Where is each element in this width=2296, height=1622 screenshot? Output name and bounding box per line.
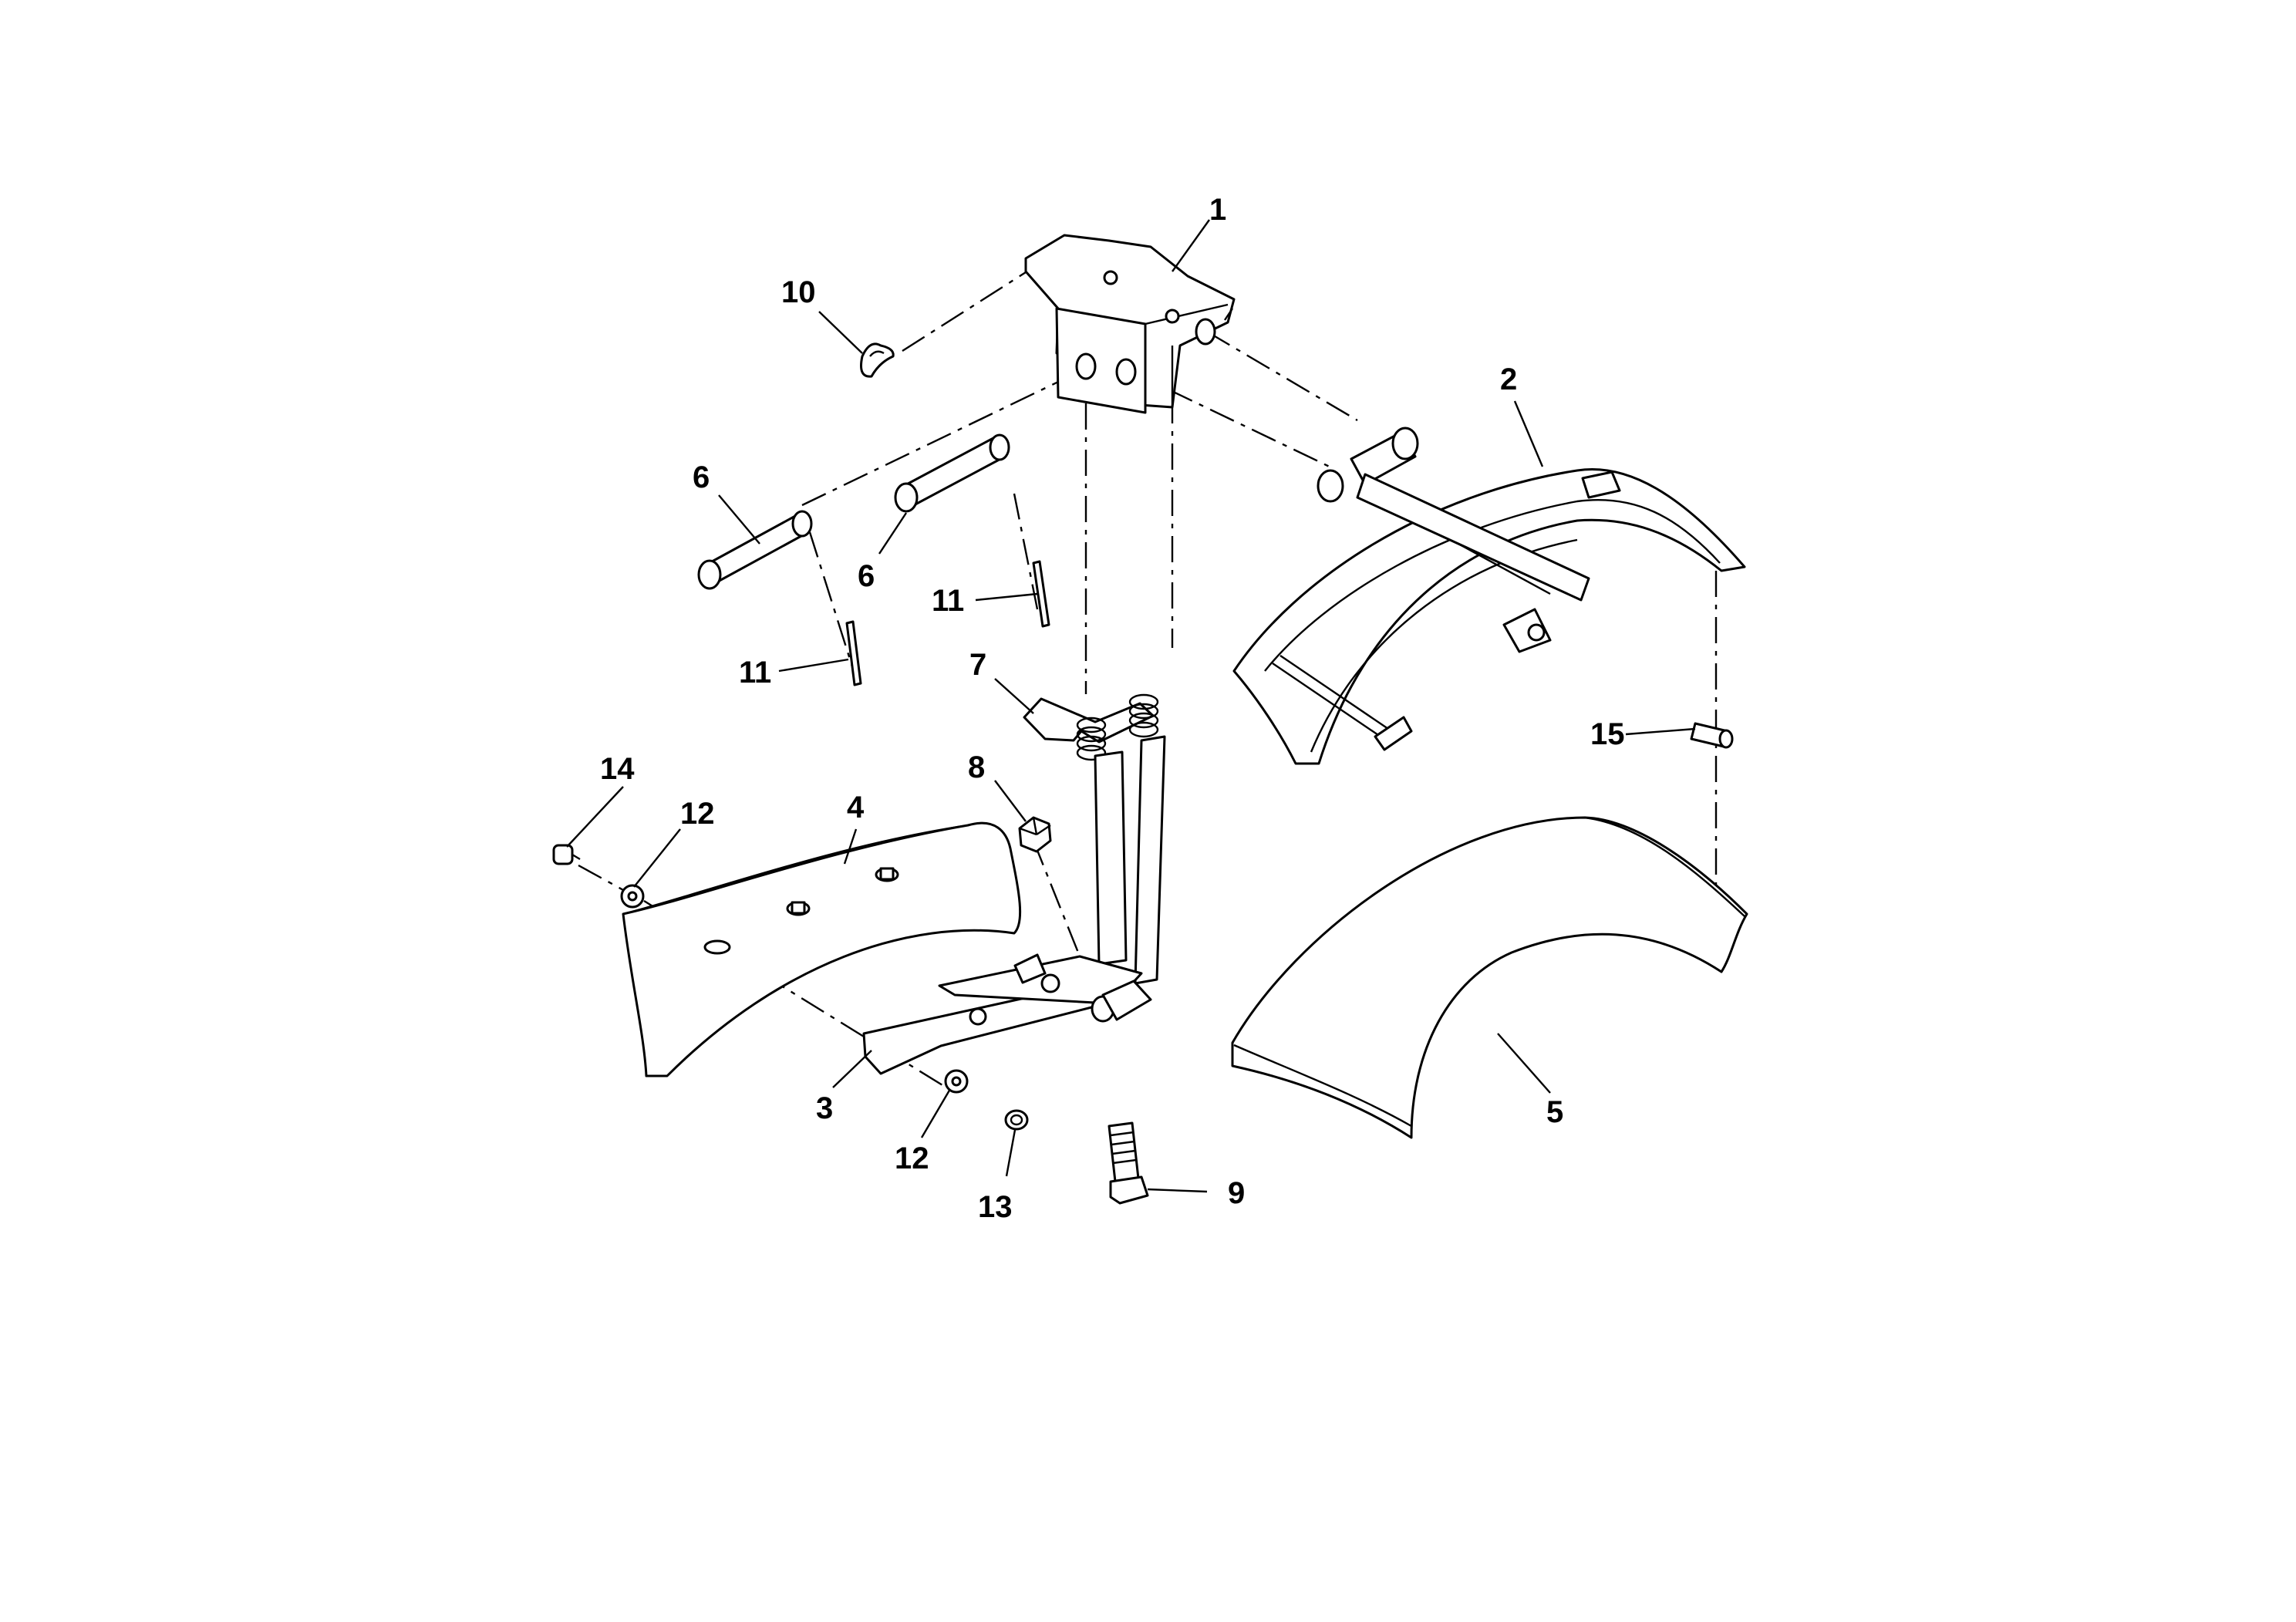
- part-15-pin: [1690, 722, 1734, 749]
- callout-1: 1: [1209, 193, 1226, 227]
- part-11-cotter-pin-right: [1032, 560, 1050, 628]
- part-6-pin-right: [894, 433, 1010, 513]
- callout-6-right: 6: [858, 559, 875, 593]
- part-5-fender: [1231, 816, 1748, 1139]
- callout-13: 13: [978, 1190, 1013, 1224]
- part-9-bolt: [1108, 1121, 1149, 1205]
- part-8-nut: [1018, 816, 1052, 853]
- callout-14: 14: [600, 752, 635, 786]
- callout-5: 5: [1546, 1095, 1563, 1129]
- part-7-spring-assembly: [1023, 693, 1166, 985]
- stud-b: [875, 867, 899, 882]
- callout-12-right: 12: [895, 1141, 929, 1175]
- stud-a: [786, 901, 811, 916]
- callout-6-left: 6: [693, 460, 710, 494]
- callout-11-right: 11: [932, 584, 964, 618]
- callout-12-left: 12: [680, 797, 715, 831]
- callout-11-left: 11: [739, 656, 771, 690]
- part-12-washer-right: [944, 1069, 969, 1094]
- part-4-left-guard: [622, 821, 1022, 1077]
- callout-9: 9: [1228, 1176, 1245, 1210]
- callout-8: 8: [968, 750, 985, 784]
- part-10-hitch-clip: [860, 342, 895, 378]
- part-14-bolt: [552, 844, 581, 865]
- callout-15: 15: [1590, 717, 1625, 751]
- callout-2: 2: [1500, 363, 1517, 396]
- callout-labels: 1 2 3 4 5 6 6 7 8 9 10 11 11 12 12 13 14…: [600, 193, 1625, 1224]
- part-3-hinge-bracket: [862, 953, 1152, 1075]
- callout-3: 3: [816, 1091, 833, 1125]
- part-11-cotter-pin-left: [845, 620, 862, 686]
- part-6-pin-left: [697, 510, 813, 590]
- leader-lines: [566, 219, 1696, 1193]
- part-12-washer-left: [620, 884, 645, 909]
- part-2-fender-frame: [1232, 427, 1746, 765]
- callout-4: 4: [847, 791, 865, 824]
- part-1-mount-bracket: [1024, 234, 1236, 414]
- callout-10: 10: [781, 275, 816, 309]
- callout-7: 7: [969, 648, 986, 682]
- part-13-nut: [1004, 1109, 1029, 1131]
